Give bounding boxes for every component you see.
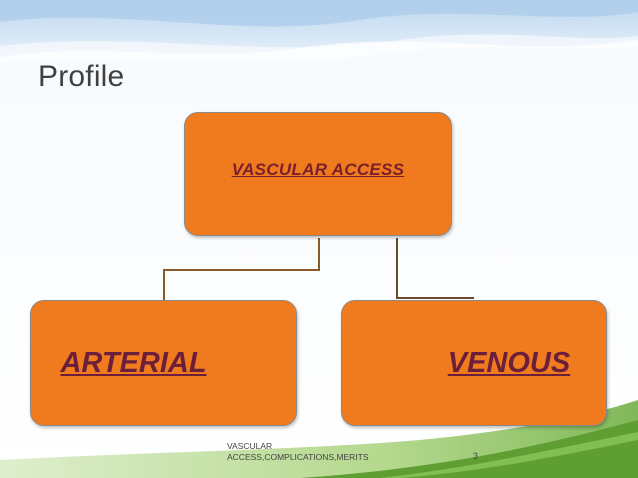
slide-title: Profile [38,60,125,93]
connector-to-venous [396,238,474,299]
slide-footer: VASCULAR ACCESS,COMPLICATIONS,MERITS [227,441,369,462]
child-node-arterial-box: ARTERIAL [30,300,297,426]
root-node-label: VASCULAR ACCESS [231,160,405,179]
grass-front [300,420,638,478]
root-node-box: VASCULAR ACCESS [184,112,452,236]
child-node-venous-box: VENOUS [341,300,607,426]
connector-to-arterial [163,238,320,300]
page-number: 3 [473,451,479,461]
sky-swoosh [0,0,638,27]
child-node-arterial-label: ARTERIAL [60,346,207,379]
child-node-venous-label: VENOUS [447,346,571,379]
sky-swoosh-light [0,34,638,62]
